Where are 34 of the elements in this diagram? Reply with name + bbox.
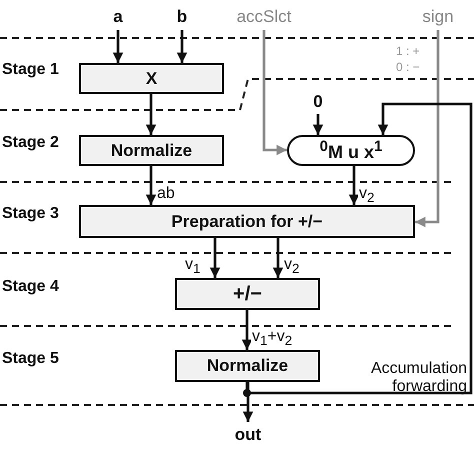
edge-label: v$_{1}$+v$_{2}$: [251, 329, 294, 348]
arrow: [210, 236, 220, 278]
sign-note: 0 : −: [396, 60, 420, 74]
process-box: Normalize: [175, 350, 320, 382]
arrow: [146, 94, 156, 135]
stage-label: Stage 5: [2, 350, 59, 368]
signal-label: accSlct: [226, 4, 302, 30]
process-box: +/−: [175, 278, 320, 310]
multiplexer-box: $^{0}$M u x$^{1}$: [287, 135, 415, 166]
signal-label: a: [108, 4, 128, 30]
control-arrow: [262, 30, 287, 156]
edge-label: Accumulation forwarding: [370, 360, 468, 396]
arrow: [312, 114, 324, 135]
process-box: X: [79, 63, 224, 94]
stage-label: Stage 2: [2, 134, 59, 152]
signal-label: 0: [309, 90, 327, 114]
stage-label: Stage 4: [2, 278, 59, 296]
signal-label: out: [228, 422, 268, 448]
arrow: [246, 102, 472, 394]
sign-note: 1 : +: [396, 44, 420, 58]
signal-label: b: [172, 4, 192, 30]
signal-label: sign: [416, 4, 460, 30]
arrow: [176, 30, 188, 63]
arrow: [348, 166, 360, 205]
stage-label: Stage 1: [2, 61, 59, 79]
arrow: [242, 380, 254, 422]
arrow: [242, 310, 252, 350]
process-box: Preparation for +/−: [79, 205, 415, 238]
arrow: [112, 30, 124, 63]
control-arrow: [415, 30, 440, 228]
arrow: [272, 238, 284, 278]
arrow: [146, 166, 156, 205]
stage-label: Stage 3: [2, 205, 59, 223]
process-box: Normalize: [79, 135, 224, 166]
